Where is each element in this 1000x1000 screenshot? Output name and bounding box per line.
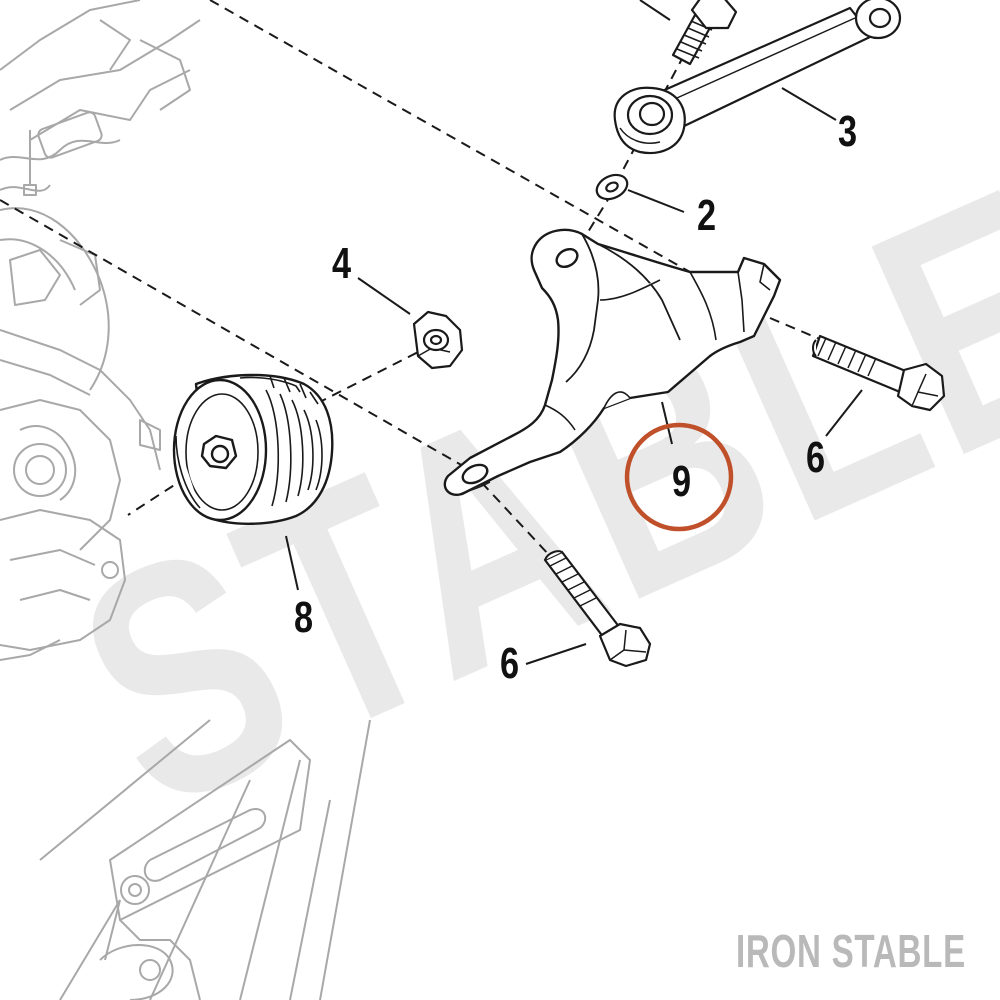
part-4-nut: [412, 310, 464, 370]
highlight-circle: [624, 422, 734, 532]
top-bolt-part: [671, 0, 738, 66]
part-6-right-bolt: [811, 334, 946, 412]
callout-2: 2: [697, 191, 717, 240]
callout-3: 3: [838, 107, 858, 156]
part-6-bottom-bolt: [543, 550, 652, 668]
callout-4: 4: [332, 239, 352, 288]
assembly-guide-lines: [0, 0, 823, 557]
callout-6-bottom: 6: [500, 639, 520, 688]
callout-6-right: 6: [806, 433, 826, 482]
brand-logo-text: IRON STABLE: [736, 925, 966, 977]
callout-8: 8: [294, 593, 314, 642]
part-9-mounting-bracket: [443, 228, 782, 496]
callout-9: 9: [672, 457, 692, 506]
part-3-link-arm: [613, 0, 902, 155]
part-8-damper: [172, 373, 334, 525]
background-engine-components: [0, 0, 371, 1000]
leader-lines: [285, 0, 863, 665]
part-2-washer: [595, 173, 629, 201]
